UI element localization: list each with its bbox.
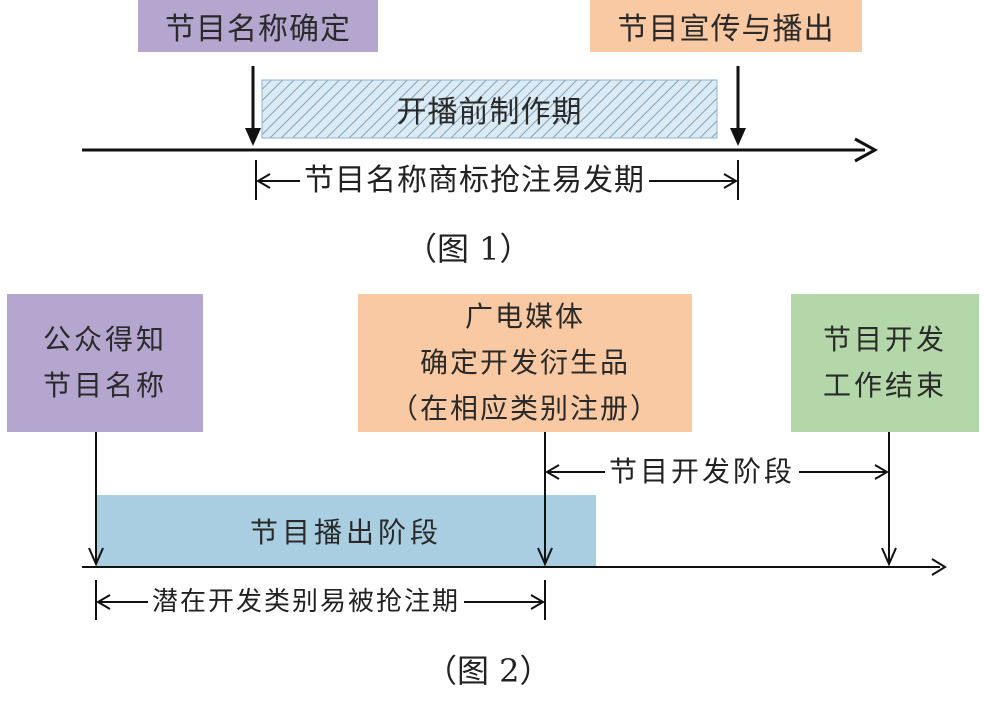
fig2-public-arrowhead (88, 547, 104, 567)
name-confirmed-label: 节目名称确定 (165, 12, 351, 47)
preparation-period-label: 开播前制作期 (396, 95, 583, 130)
figure1-caption: （图 1） (405, 230, 532, 268)
fig2-risk-arrow-right (530, 594, 545, 610)
preparation-period-label-box: 开播前制作期 (262, 80, 717, 138)
media-line1: 广电媒体 (464, 300, 585, 333)
name-confirmed-box: 节目名称确定 (138, 0, 378, 52)
public-knows-box: 公众得知 节目名称 (7, 294, 203, 432)
promo-broadcast-box: 节目宣传与播出 (590, 0, 862, 52)
risk-period-label: 潜在开发类别易被抢注期 (148, 584, 465, 620)
preparation-period-bar (261, 79, 718, 139)
media-derivative-box: 广电媒体 确定开发衍生品 （在相应类别注册） (358, 294, 692, 432)
public-knows-line1: 公众得知 (42, 323, 167, 356)
broadcast-stage-label-box: 节目播出阶段 (96, 495, 596, 566)
dev-end-line1: 节目开发 (822, 323, 947, 356)
fig2-media-arrowhead (537, 547, 553, 567)
dev-end-line2: 工作结束 (822, 369, 947, 402)
dev-end-box: 节目开发 工作结束 (791, 294, 979, 432)
media-line2: 确定开发衍生品 (419, 346, 630, 379)
figure2-caption: （图 2） (425, 652, 552, 690)
fig2-axis-arrowhead (931, 558, 947, 576)
public-knows-line2: 节目名称 (42, 369, 167, 402)
promo-broadcast-label: 节目宣传与播出 (617, 12, 835, 47)
fig2-dev-span-arrow-right (874, 464, 889, 480)
fig1-down-arrowhead-right (730, 128, 746, 146)
fig1-axis-arrowhead (854, 137, 879, 163)
fig1-span-arrow-right (723, 173, 738, 189)
fig2-dev-end-arrowhead (881, 547, 897, 567)
trademark-period-label: 节目名称商标抢注易发期 (300, 163, 649, 199)
development-stage-label: 节目开发阶段 (605, 454, 800, 490)
fig1-down-arrowhead-left (245, 128, 261, 146)
fig1-span-arrow-left (256, 173, 271, 189)
broadcast-stage-label: 节目播出阶段 (249, 515, 442, 549)
fig2-risk-arrow-left (96, 594, 111, 610)
fig2-dev-span-arrow-left (545, 464, 560, 480)
media-line3: （在相应类别注册） (389, 392, 660, 425)
broadcast-stage-bar (96, 495, 596, 566)
